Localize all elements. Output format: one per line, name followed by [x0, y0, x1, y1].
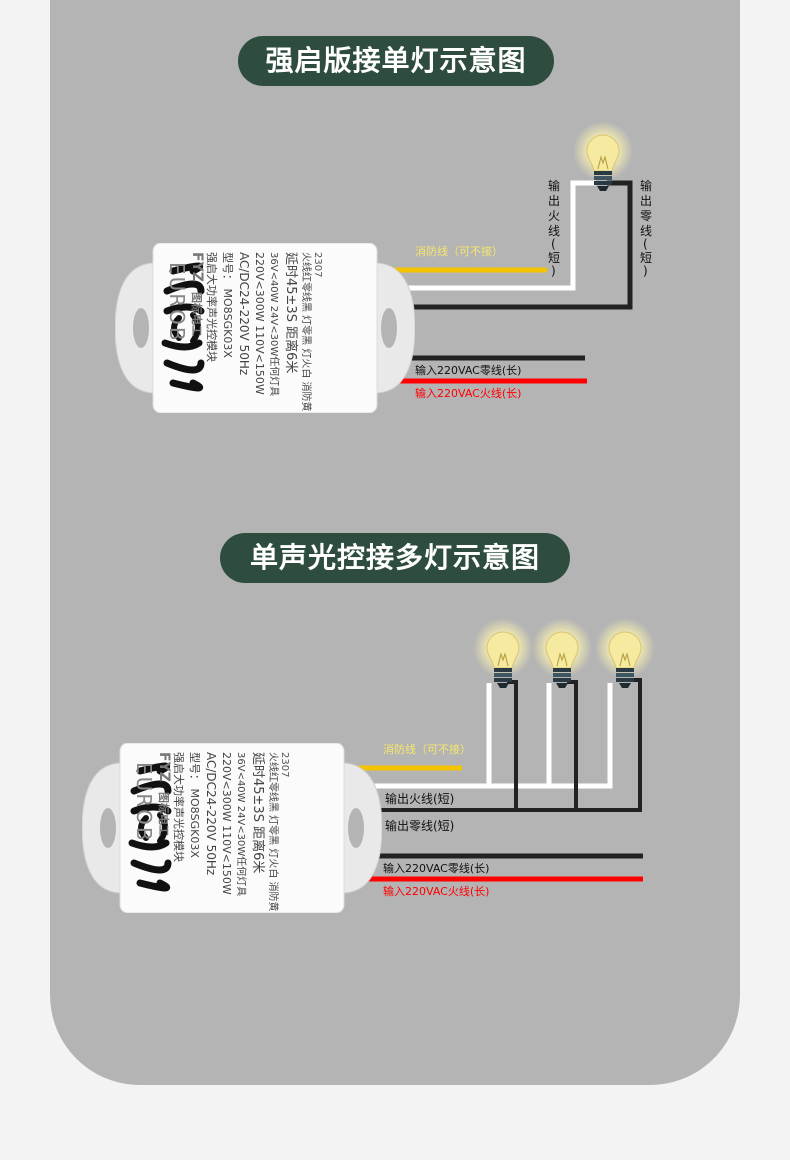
svg-text:EUROB: EUROB: [132, 762, 156, 843]
svg-text:图标电工: 图标电工: [157, 792, 171, 836]
svg-text:延时45±3S 距离6米: 延时45±3S 距离6米: [283, 252, 299, 373]
svg-text:火: 火: [548, 209, 560, 223]
module-1: 2307 火线红零线黑 灯零黑 灯火白 消防黄 延时45±3S 距离6米 36V…: [115, 243, 415, 413]
output-neutral-branch: [567, 680, 578, 810]
section2-title: 单声光控接多灯示意图: [220, 533, 570, 583]
svg-text:型号： MO8SGK03X: 型号： MO8SGK03X: [221, 252, 235, 358]
svg-text:线: 线: [640, 224, 652, 238]
svg-text:火线红零线黑 灯零黑 灯火白 消防黄: 火线红零线黑 灯零黑 灯火白 消防黄: [267, 752, 280, 912]
svg-text:短: 短: [640, 251, 652, 265]
svg-text:出: 出: [548, 194, 560, 208]
svg-text:强启大功率声光控模块: 强启大功率声光控模块: [205, 252, 219, 362]
input-neutral-label-2: 输入220VAC零线(长): [383, 861, 489, 875]
output-live-label-1: 输 出 火 线 ( 短 ): [548, 178, 560, 278]
input-neutral-label-1: 输入220VAC零线(长): [415, 363, 521, 377]
svg-text:2307: 2307: [279, 752, 290, 777]
output-live-wire-2: [310, 683, 613, 789]
output-live-label-2: 输出火线(短): [385, 791, 454, 806]
svg-text:AC/DC24-220V 50Hz: AC/DC24-220V 50Hz: [237, 252, 251, 375]
svg-text:36V<40W 24V<30W任何灯具: 36V<40W 24V<30W任何灯具: [268, 252, 281, 396]
lamp-icon-2: [473, 617, 533, 689]
fire-label-1: 消防线（可不接）: [415, 244, 503, 258]
fire-label-2: 消防线（可不接）: [383, 742, 471, 756]
svg-text:(: (: [551, 237, 556, 251]
logo: FYZ: [189, 252, 205, 282]
svg-text:火线红零线黑 灯零黑 灯火白 消防黄: 火线红零线黑 灯零黑 灯火白 消防黄: [300, 252, 313, 412]
input-live-label-1: 输入220VAC火线(长): [415, 386, 521, 400]
lamp-icon-4: [595, 617, 655, 689]
svg-text:强启大功率声光控模块: 强启大功率声光控模块: [172, 752, 186, 862]
svg-text:AC/DC24-220V 50Hz: AC/DC24-220V 50Hz: [204, 752, 218, 875]
svg-text:): ): [551, 264, 556, 278]
svg-text:出: 出: [640, 194, 652, 208]
svg-text:220V<300W 110V<150W: 220V<300W 110V<150W: [220, 752, 233, 895]
svg-text:36V<40W 24V<30W任何灯具: 36V<40W 24V<30W任何灯具: [235, 752, 248, 896]
output-neutral-label-1: 输 出 零 线 ( 短 ): [640, 178, 652, 278]
svg-text:延时45±3S 距离6米: 延时45±3S 距离6米: [250, 752, 266, 873]
brand-logo: EUROB: [165, 262, 189, 343]
section1-title: 强启版接单灯示意图: [238, 36, 554, 86]
svg-text:220V<300W 110V<150W: 220V<300W 110V<150W: [253, 252, 266, 395]
output-live-wire-1: [340, 180, 596, 291]
svg-text:图标电工: 图标电工: [190, 292, 204, 336]
output-neutral-label-2: 输出零线(短): [385, 818, 454, 833]
svg-text:FYZ: FYZ: [156, 752, 172, 782]
input-live-label-2: 输入220VAC火线(长): [383, 884, 489, 898]
output-neutral-wire-1: [340, 180, 633, 310]
svg-text:线: 线: [548, 224, 560, 238]
svg-text:型号： MO8SGK03X: 型号： MO8SGK03X: [188, 752, 202, 858]
module-code: 2307: [312, 252, 323, 277]
svg-text:输: 输: [548, 178, 560, 193]
output-neutral-wire-2: [310, 678, 642, 812]
svg-text:零: 零: [640, 209, 652, 223]
svg-text:): ): [643, 264, 648, 278]
lamp-icon-3: [532, 617, 592, 689]
output-neutral-branch: [507, 680, 518, 810]
svg-text:短: 短: [548, 251, 560, 265]
module-2: 2307 火线红零线黑 灯零黑 灯火白 消防黄 延时45±3S 距离6米 36V…: [82, 743, 382, 913]
svg-text:输: 输: [640, 178, 652, 193]
svg-text:(: (: [643, 237, 648, 251]
